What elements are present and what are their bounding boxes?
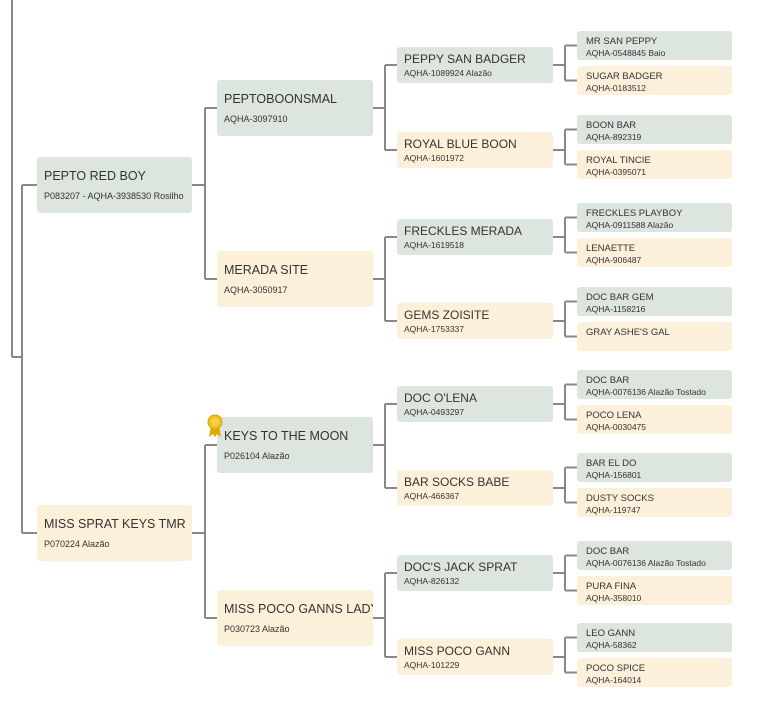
horse-card-g2-keys-to-the-moon[interactable]: KEYS TO THE MOON P026104 Alazão (217, 417, 373, 473)
horse-registration: P083207 - AQHA-3938530 Rosilho (44, 191, 184, 201)
horse-name: DOC BAR GEM (586, 292, 654, 303)
horse-name: MR SAN PEPPY (586, 36, 658, 47)
horse-registration: AQHA-0395071 (586, 167, 647, 177)
horse-name: GEMS ZOISITE (404, 308, 490, 322)
horse-registration: AQHA-0493297 (404, 407, 465, 417)
horse-name: DOC'S JACK SPRAT (404, 560, 518, 574)
horse-name: MISS SPRAT KEYS TMR (44, 517, 186, 531)
horse-name: DUSTY SOCKS (586, 493, 654, 504)
horse-registration: AQHA-1089924 Alazão (404, 68, 492, 78)
horse-name: SUGAR BADGER (586, 71, 663, 82)
horse-name: PURA FINA (586, 581, 637, 592)
horse-name: MISS POCO GANNS LADY (224, 602, 373, 616)
horse-registration: AQHA-0076136 Alazão Tostado (586, 558, 706, 568)
horse-name: DOC BAR (586, 546, 630, 557)
horse-registration: AQHA-1753337 (404, 324, 465, 334)
horse-registration: AQHA-906487 (586, 255, 642, 265)
horse-registration: AQHA-0183512 (586, 83, 647, 93)
horse-name: PEPPY SAN BADGER (404, 52, 526, 66)
horse-registration: P030723 Alazão (224, 624, 290, 634)
horse-name: MERADA SITE (224, 263, 309, 277)
horse-registration: AQHA-826132 (404, 576, 460, 586)
horse-card-g3-peppy-san-badger[interactable]: PEPPY SAN BADGER AQHA-1089924 Alazão (397, 47, 553, 83)
horse-registration: AQHA-119747 (586, 505, 641, 515)
horse-registration: AQHA-3050917 (224, 285, 288, 295)
horse-registration: AQHA-3097910 (224, 114, 288, 124)
horse-card-g2-peptoboonsmal[interactable]: PEPTOBOONSMAL AQHA-3097910 (217, 80, 373, 136)
horse-name: POCO LENA (586, 410, 642, 421)
horse-name: ROYAL BLUE BOON (404, 137, 517, 151)
horse-name: DOC O'LENA (404, 391, 477, 405)
horse-registration: AQHA-1158216 (586, 304, 646, 314)
horse-name: FRECKLES MERADA (404, 224, 523, 238)
horse-registration: AQHA-892319 (586, 132, 642, 142)
horse-card-g3-gems-zoisite[interactable]: GEMS ZOISITE AQHA-1753337 (397, 303, 553, 339)
horse-registration: AQHA-0548845 Baio (586, 48, 666, 58)
horse-registration: AQHA-101229 (404, 660, 460, 670)
horse-card-g3-doc-s-jack-sprat[interactable]: DOC'S JACK SPRAT AQHA-826132 (397, 555, 553, 591)
horse-name: LENAETTE (586, 243, 636, 254)
horse-card-g3-royal-blue-boon[interactable]: ROYAL BLUE BOON AQHA-1601972 (397, 132, 553, 168)
horse-registration: AQHA-466367 (404, 491, 460, 501)
horse-name: BAR SOCKS BABE (404, 475, 510, 489)
horse-card-g2-miss-poco-ganns-lady[interactable]: MISS POCO GANNS LADY P030723 Alazão (217, 590, 373, 646)
horse-card-g2-merada-site[interactable]: MERADA SITE AQHA-3050917 (217, 251, 373, 307)
horse-name: KEYS TO THE MOON (224, 429, 349, 443)
horse-name: ROYAL TINCIE (586, 155, 651, 166)
horse-registration: AQHA-1619518 (404, 240, 465, 250)
ribbon-award-icon (207, 414, 223, 437)
horse-registration: AQHA-156801 (586, 470, 642, 480)
horse-card-g3-doc-o-lena[interactable]: DOC O'LENA AQHA-0493297 (397, 386, 553, 422)
horse-registration: AQHA-358010 (586, 593, 642, 603)
horse-card-g4-gray-ashe-s-gal[interactable]: GRAY ASHE'S GAL (577, 322, 732, 351)
horse-card-g1-pepto-red-boy[interactable]: PEPTO RED BOY P083207 - AQHA-3938530 Rosi… (37, 157, 192, 213)
horse-registration: P070224 Alazão (44, 539, 110, 549)
horse-name: FRECKLES PLAYBOY (586, 208, 683, 219)
horse-card-g1-miss-sprat-keys-tmr[interactable]: MISS SPRAT KEYS TMR P070224 Alazão (37, 505, 192, 561)
horse-registration: AQHA-0076136 Alazão Tostado (586, 387, 706, 397)
horse-name: PEPTOBOONSMAL (224, 92, 337, 106)
horse-registration: AQHA-0030475 (586, 422, 647, 432)
horse-card-g3-bar-socks-babe[interactable]: BAR SOCKS BABE AQHA-466367 (397, 470, 553, 506)
horse-card-g3-freckles-merada[interactable]: FRECKLES MERADA AQHA-1619518 (397, 219, 553, 255)
horse-name: BAR EL DO (586, 458, 637, 469)
horse-name: LEO GANN (586, 628, 636, 639)
horse-name: DOC BAR (586, 375, 630, 386)
horse-name: BOON BAR (586, 120, 637, 131)
horse-name: GRAY ASHE'S GAL (586, 327, 670, 338)
horse-registration: AQHA-58362 (586, 640, 637, 650)
horse-registration: P026104 Alazão (224, 451, 290, 461)
horse-name: POCO SPICE (586, 663, 646, 674)
horse-registration: AQHA-0911588 Alazão (586, 220, 674, 230)
horse-card-g3-miss-poco-gann[interactable]: MISS POCO GANN AQHA-101229 (397, 639, 553, 675)
horse-registration: AQHA-164014 (586, 675, 642, 685)
horse-name: PEPTO RED BOY (44, 169, 146, 183)
horse-name: MISS POCO GANN (404, 644, 511, 658)
horse-registration: AQHA-1601972 (404, 153, 465, 163)
